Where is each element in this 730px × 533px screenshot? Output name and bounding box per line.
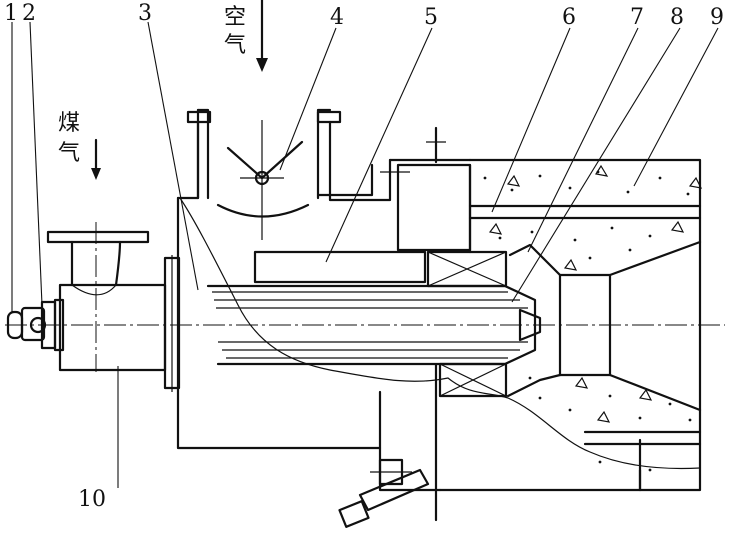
- refractory-block: [468, 158, 703, 492]
- air-flow-arrow: [256, 0, 268, 72]
- upper-mount: [380, 126, 472, 252]
- air-label-char-2: 气: [224, 33, 246, 58]
- gas-label-char-2: 气: [58, 141, 80, 166]
- label-3: 3: [138, 1, 152, 26]
- gas-inlet-assembly: [6, 222, 167, 372]
- air-inlet-duct: [186, 108, 392, 240]
- gas-label-char-1: 煤: [58, 111, 80, 136]
- gas-flow-arrow: [91, 138, 101, 180]
- fluted-core: [206, 284, 542, 366]
- swirler: [426, 250, 508, 398]
- lower-mount: [338, 363, 642, 528]
- air-label-char-1: 空: [224, 5, 246, 30]
- label-2: 2: [22, 1, 36, 26]
- label-7: 7: [630, 5, 644, 30]
- leader-lines: [11, 21, 719, 488]
- label-8: 8: [670, 5, 684, 30]
- mixing-nozzle: [179, 197, 509, 399]
- label-6: 6: [562, 5, 576, 30]
- label-10: 10: [78, 487, 106, 512]
- label-4: 4: [330, 5, 344, 30]
- label-9: 9: [710, 5, 724, 30]
- label-1: 1: [4, 1, 18, 26]
- label-5: 5: [424, 5, 438, 30]
